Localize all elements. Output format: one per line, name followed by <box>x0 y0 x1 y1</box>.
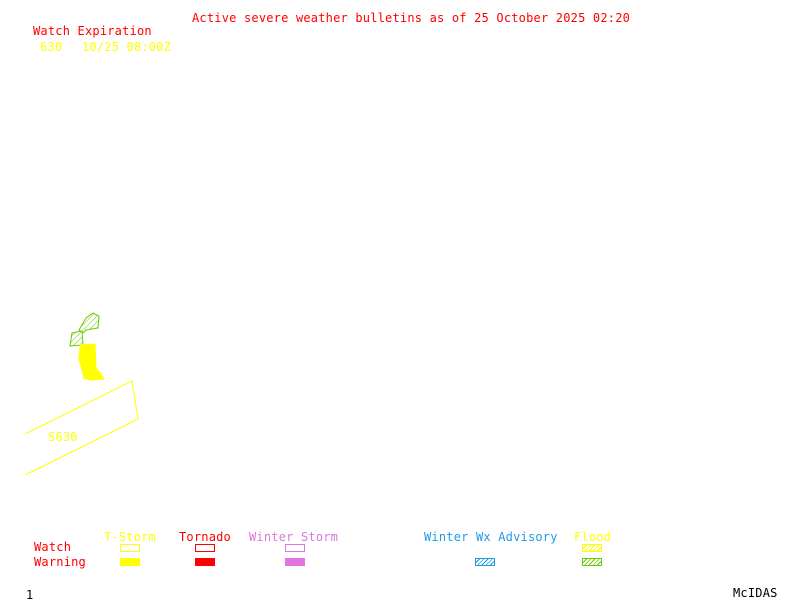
watch-id: 630 <box>40 40 63 54</box>
legend-flood-watch-swatch <box>582 544 602 552</box>
legend-flood-warning-swatch <box>582 558 602 566</box>
software-label: McIDAS <box>733 586 778 600</box>
legend-label-flood: Flood <box>574 530 612 544</box>
flood-warning-polygon[interactable] <box>78 312 100 334</box>
legend-row-warning: Warning <box>34 555 86 569</box>
legend-tornado-warning-swatch <box>195 558 215 566</box>
legend-tstorm-watch-swatch <box>120 544 140 552</box>
tstorm-warning-polygon[interactable] <box>78 343 105 381</box>
frame-number: 1 <box>26 588 34 602</box>
watch-expiration-heading: Watch Expiration <box>33 24 152 38</box>
bulletin-title: Active severe weather bulletins as of 25… <box>192 11 631 25</box>
legend-winter-storm-watch-swatch <box>285 544 305 552</box>
legend-tornado-watch-swatch <box>195 544 215 552</box>
legend-label-tornado: Tornado <box>179 530 231 544</box>
legend-row-watch: Watch <box>34 540 72 554</box>
legend-label-winter-wx-advisory: Winter Wx Advisory <box>424 530 558 544</box>
legend-winter-advisory-swatch <box>475 558 495 566</box>
legend-label-winter-storm: Winter Storm <box>249 530 339 544</box>
flood-warning-polygon[interactable] <box>69 330 84 347</box>
watch-expiry-time: 10/25 08:00Z <box>82 40 172 54</box>
legend-tstorm-warning-swatch <box>120 558 140 566</box>
watch-box-label: S630 <box>48 430 78 444</box>
tstorm-watch-box[interactable] <box>24 380 139 476</box>
legend-label-tstorm: T-Storm <box>104 530 156 544</box>
legend-winter-storm-warning-swatch <box>285 558 305 566</box>
